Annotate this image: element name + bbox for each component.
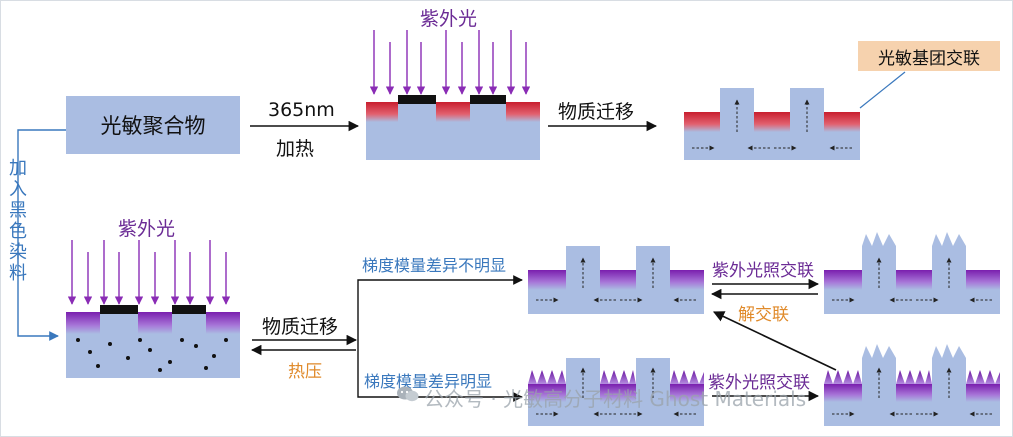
hot-press-label: 热压: [288, 362, 322, 382]
uv-crosslink-label-2: 紫外光照交联: [708, 373, 810, 393]
film-sample-strong-gradient: [528, 358, 704, 426]
uv-arrows-top: [369, 30, 531, 95]
weak-gradient-label: 梯度模量差异不明显: [362, 256, 507, 275]
strong-gradient-label: 梯度模量差异明显: [364, 372, 493, 391]
polymer-label: 光敏聚合物: [100, 114, 206, 138]
film-sample-bottom-1: [66, 305, 240, 378]
add-dye-label: 加入黑色染料: [9, 158, 27, 284]
crosslink-group-box: 光敏基团交联: [858, 41, 1000, 71]
film-sample-strong-crosslinked: [824, 344, 1000, 426]
film-sample-weak-crosslinked: [824, 232, 1000, 314]
film-sample-weak-gradient: [528, 246, 704, 314]
mass-transfer-label-bottom: 物质迁移: [262, 316, 339, 338]
photomask-bar: [172, 305, 206, 314]
film-sample-top-1: [366, 95, 540, 160]
polymer-box: 光敏聚合物: [66, 96, 240, 154]
pointer-line-group: [859, 71, 906, 109]
photomask-bar: [100, 305, 138, 314]
group-label: 光敏基团交联: [878, 48, 980, 69]
wechat-icon: [397, 386, 419, 402]
photomask-bar: [398, 95, 436, 104]
uv-arrows-bottom: [67, 240, 231, 305]
photomask-bar: [470, 95, 506, 104]
mass-transfer-label-top: 物质迁移: [558, 101, 635, 123]
arrow-label-365nm: 365nm: [268, 99, 335, 121]
branch-strong-gradient: [357, 345, 523, 402]
arrow-label-heat: 加热: [276, 138, 315, 160]
decrosslink-label: 解交联: [738, 305, 789, 325]
branch-weak-gradient: [357, 275, 523, 345]
arrow-diagonal-return: [712, 311, 837, 371]
connector-add-dye: [17, 129, 66, 341]
uv-crosslink-label: 紫外光照交联: [712, 261, 814, 281]
film-sample-top-2: [684, 88, 860, 160]
watermark-text: 公众号 · 光敏高分子材料 Ghost Materials: [424, 387, 807, 411]
uv-label-bottom: 紫外光: [118, 218, 176, 240]
uv-label-top: 紫外光: [420, 8, 478, 30]
dye-particles: [76, 338, 228, 372]
